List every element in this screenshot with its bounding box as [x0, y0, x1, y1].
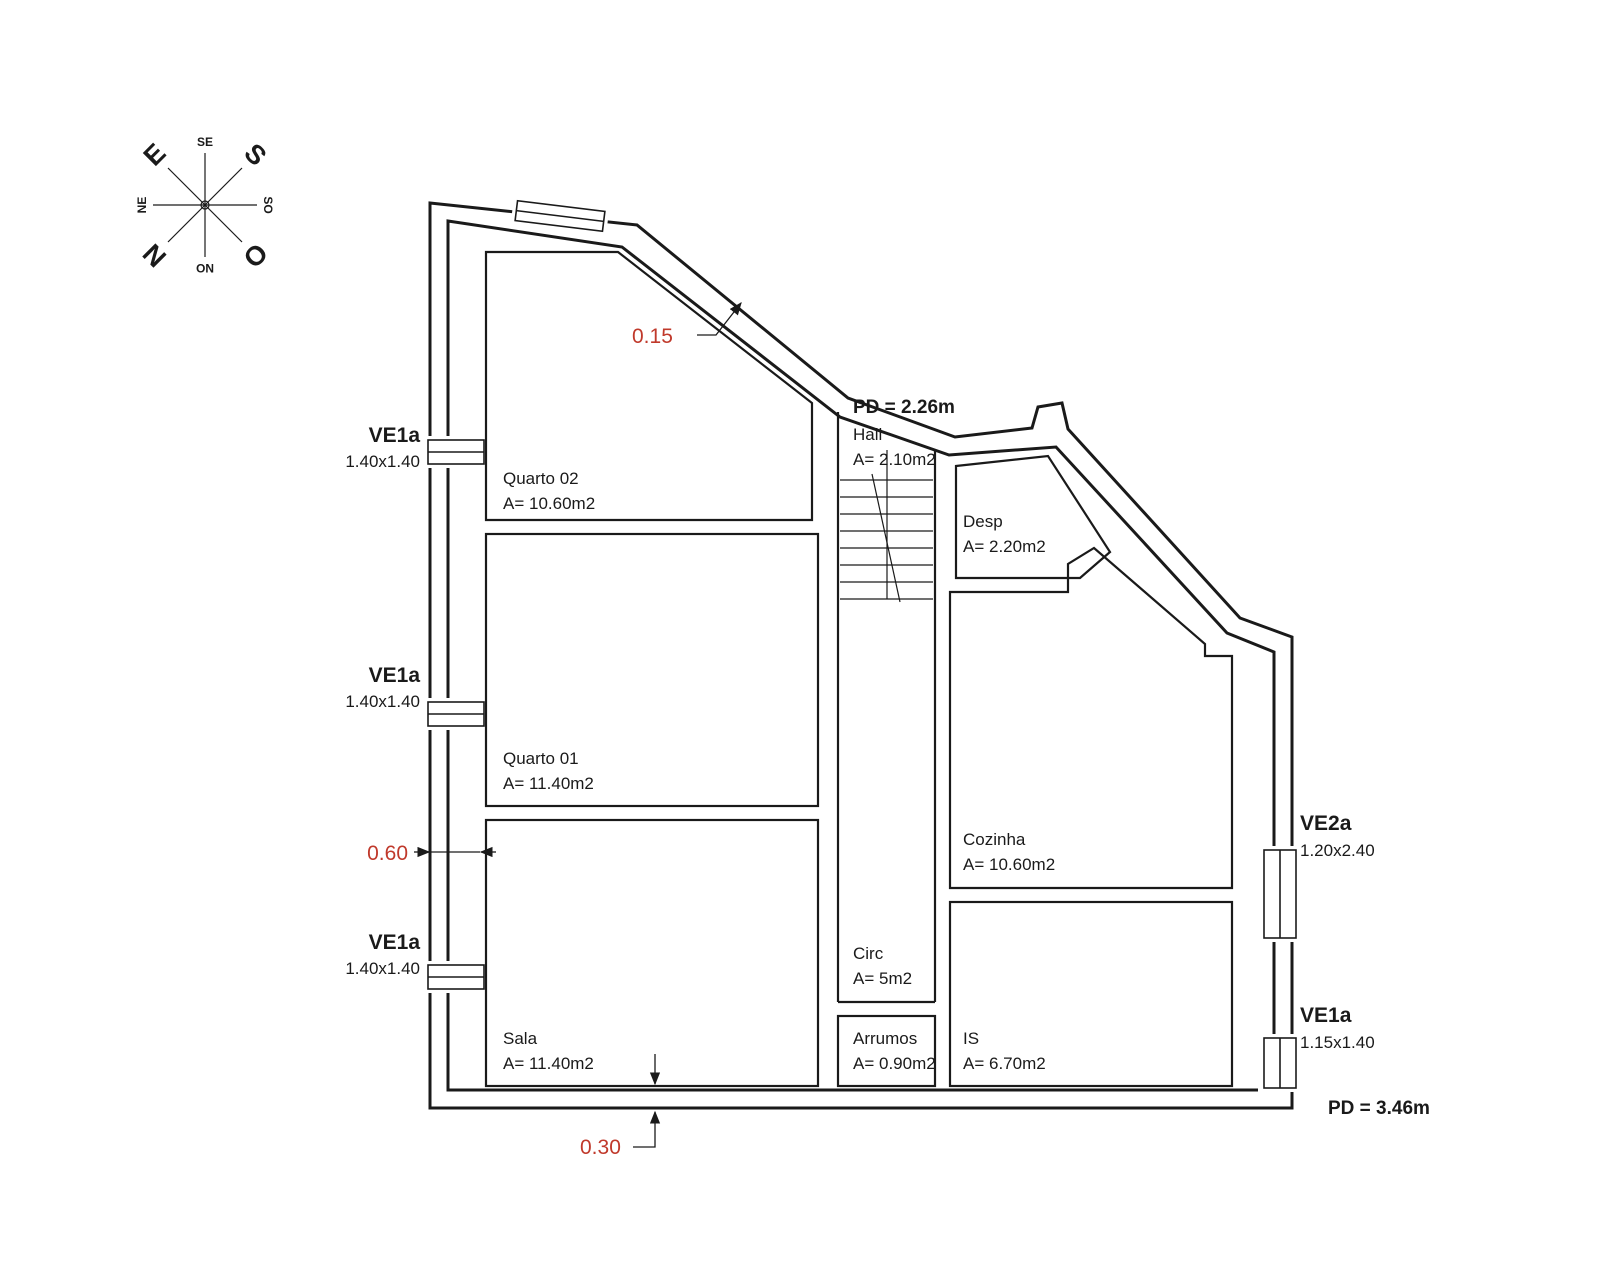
exterior-wall-inner [446, 219, 1276, 1092]
window-left-bottom-code: VE1a [369, 931, 421, 954]
staircase [840, 450, 933, 603]
room-quarto02-area: A= 10.60m2 [503, 494, 595, 513]
compass-center [200, 200, 210, 210]
dim-bottom-wall-value: 0.30 [580, 1136, 621, 1159]
room-is-label: IS [963, 1029, 979, 1048]
compass-label-ne: NE [135, 197, 149, 214]
interior-partitions [484, 250, 1234, 1088]
exterior-walls [428, 201, 1294, 1110]
window-left-top-size: 1.40x1.40 [345, 452, 420, 471]
window-ve1a-left-top [424, 436, 488, 468]
compass-label-s: S [238, 138, 272, 172]
room-cozinha-area: A= 10.60m2 [963, 855, 1055, 874]
room-desp-outline [954, 454, 1112, 580]
dim-leader-line [633, 1110, 661, 1148]
room-quarto01-outline [484, 532, 820, 808]
room-hall-area: A= 2.10m2 [853, 450, 936, 469]
window-left-top-code: VE1a [369, 424, 421, 447]
compass-label-se: SE [197, 135, 213, 149]
room-sala-area: A= 11.40m2 [503, 1054, 594, 1073]
room-desp-area: A= 2.20m2 [963, 537, 1046, 556]
room-circ-label: Circ [853, 944, 884, 963]
window-left-bottom-size: 1.40x1.40 [345, 959, 420, 978]
room-quarto02-outline [484, 250, 814, 522]
room-quarto02-label: Quarto 02 [503, 469, 579, 488]
window-labels: VE1a 1.40x1.40 VE1a 1.40x1.40 VE1a 1.40x… [345, 424, 1374, 1052]
compass-rose: E S N O SE SO NO NE [135, 135, 275, 275]
room-desp-label: Desp [963, 512, 1003, 531]
dim-roof-wall-value: 0.15 [632, 325, 673, 348]
room-is-area: A= 6.70m2 [963, 1054, 1046, 1073]
room-labels: Quarto 02 A= 10.60m2 Quarto 01 A= 11.40m… [503, 397, 1430, 1119]
dim-bottom-wall-thickness: 0.30 [580, 1054, 661, 1159]
room-quarto01-area: A= 11.40m2 [503, 774, 594, 793]
stair-break-line [871, 473, 901, 603]
compass-label-e: E [138, 138, 172, 172]
room-arrumos-area: A= 0.90m2 [853, 1054, 936, 1073]
window-right-kitchen-code: VE2a [1300, 812, 1352, 835]
dim-left-wall-value: 0.60 [367, 842, 408, 865]
room-sala-label: Sala [503, 1029, 538, 1048]
window-left-middle-code: VE1a [369, 664, 421, 687]
compass-label-so: SO [261, 196, 275, 213]
window-left-middle-size: 1.40x1.40 [345, 692, 420, 711]
window-ve1a-left-middle [424, 698, 488, 730]
room-quarto01-label: Quarto 01 [503, 749, 579, 768]
dim-leader-line [697, 301, 742, 336]
room-is-outline [948, 900, 1234, 1088]
compass-label-no: NO [196, 261, 214, 275]
room-circ-area: A= 5m2 [853, 969, 912, 988]
room-sala-outline [484, 818, 820, 1088]
dim-left-wall-thickness: 0.60 [367, 842, 496, 865]
room-arrumos-outline [836, 1014, 937, 1088]
dim-roof-wall-thickness: 0.15 [632, 301, 742, 348]
window-glass-line [516, 209, 604, 223]
compass-label-n: N [137, 238, 172, 273]
room-hall-label: Hall [853, 425, 882, 444]
room-arrumos-label: Arrumos [853, 1029, 917, 1048]
window-ve1a-right [1258, 1034, 1300, 1092]
window-ve1a-left-bottom [424, 961, 488, 993]
ceiling-height-hall: PD = 2.26m [853, 397, 955, 418]
room-cozinha-outline [948, 546, 1234, 890]
corridor-outline [836, 412, 937, 1004]
window-right-is-size: 1.15x1.40 [1300, 1033, 1375, 1052]
exterior-wall-outer [428, 201, 1294, 1110]
window-right-is-code: VE1a [1300, 1004, 1352, 1027]
ceiling-height-main: PD = 3.46m [1328, 1098, 1430, 1119]
window-right-kitchen-size: 1.20x2.40 [1300, 841, 1375, 860]
compass-label-o: O [237, 237, 273, 273]
room-cozinha-label: Cozinha [963, 830, 1026, 849]
window-ve2a-right [1258, 846, 1300, 942]
window-top-sloped [510, 194, 610, 240]
